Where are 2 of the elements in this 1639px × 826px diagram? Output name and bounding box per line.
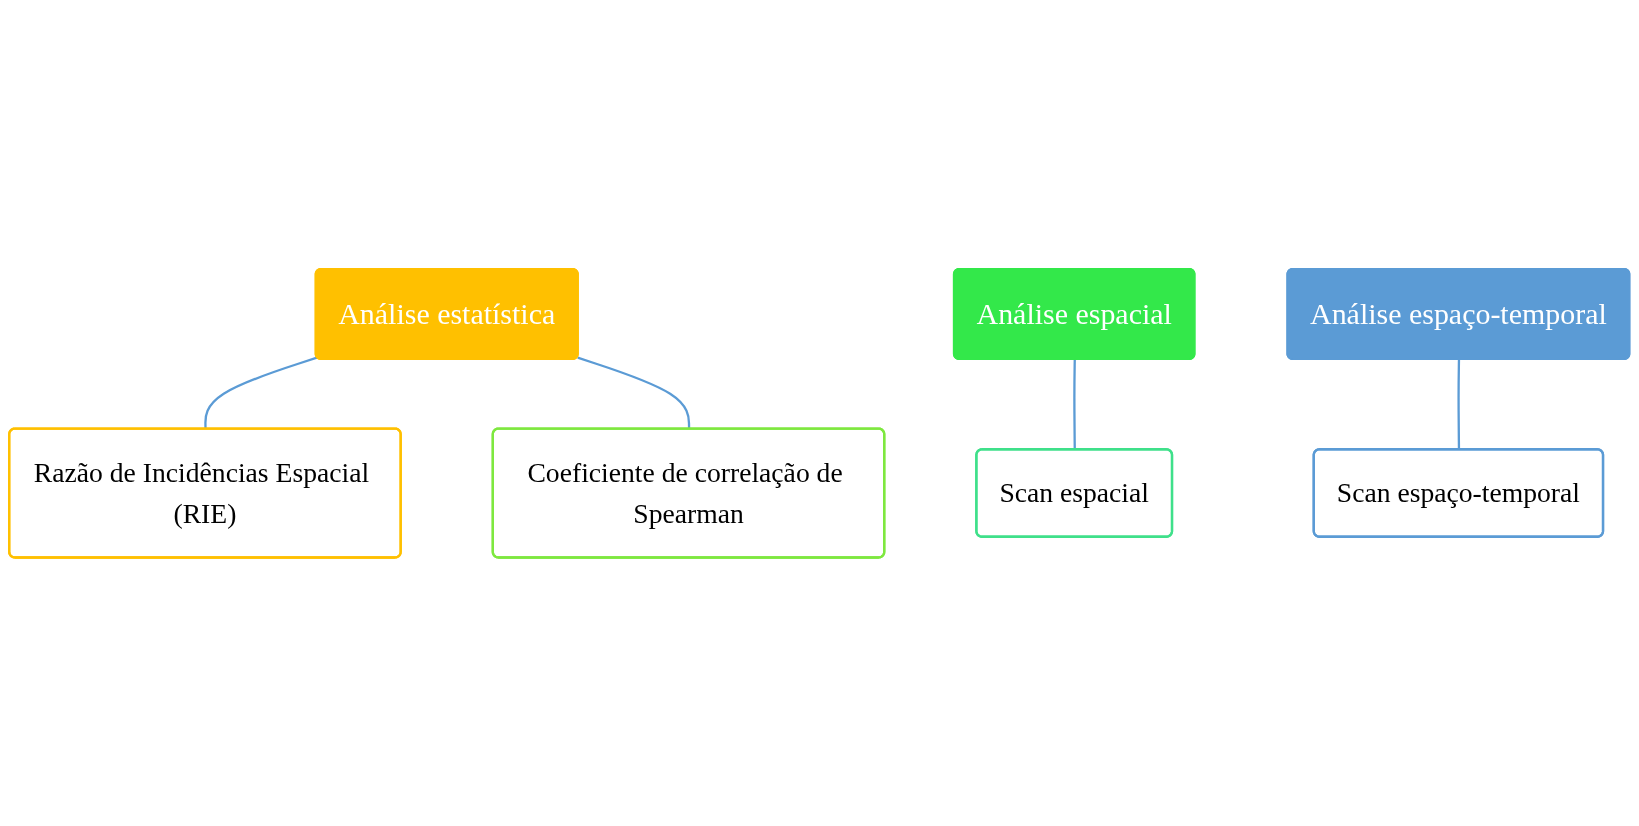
connector	[1457, 360, 1461, 450]
connector	[1073, 360, 1076, 450]
